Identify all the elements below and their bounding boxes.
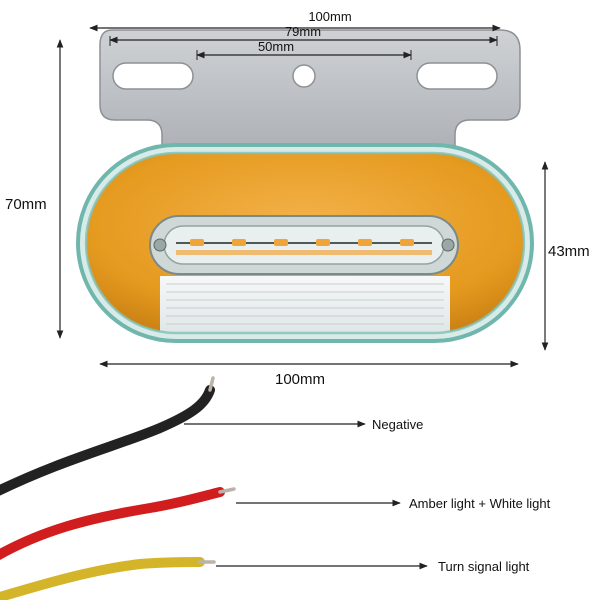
dimension-lines bbox=[56, 24, 549, 368]
wire-red bbox=[0, 487, 225, 561]
slot-hole-left bbox=[112, 62, 194, 90]
wire-black bbox=[0, 385, 215, 496]
leader-lines bbox=[184, 420, 428, 570]
label-turn-signal: Turn signal light bbox=[438, 559, 530, 574]
dimension-ticks bbox=[109, 36, 498, 60]
center-hole bbox=[292, 64, 316, 88]
wires bbox=[0, 376, 236, 600]
label-amber-white: Amber light + White light bbox=[409, 496, 551, 511]
dim-height-lamp: 43mm bbox=[548, 243, 590, 260]
dim-mid-width: 79mm bbox=[285, 24, 321, 39]
lamp-housing bbox=[76, 143, 534, 343]
clear-lens-ridges bbox=[166, 283, 444, 325]
dim-top-width: 100mm bbox=[308, 9, 351, 24]
dim-bottom-width: 100mm bbox=[275, 371, 325, 388]
led-strip bbox=[149, 215, 459, 275]
label-negative: Negative bbox=[372, 417, 423, 432]
dim-inner-width: 50mm bbox=[258, 39, 294, 54]
clear-lens bbox=[160, 276, 450, 333]
wire-yellow bbox=[0, 557, 205, 600]
slot-hole-right bbox=[416, 62, 498, 90]
dim-height-total: 70mm bbox=[5, 196, 47, 213]
